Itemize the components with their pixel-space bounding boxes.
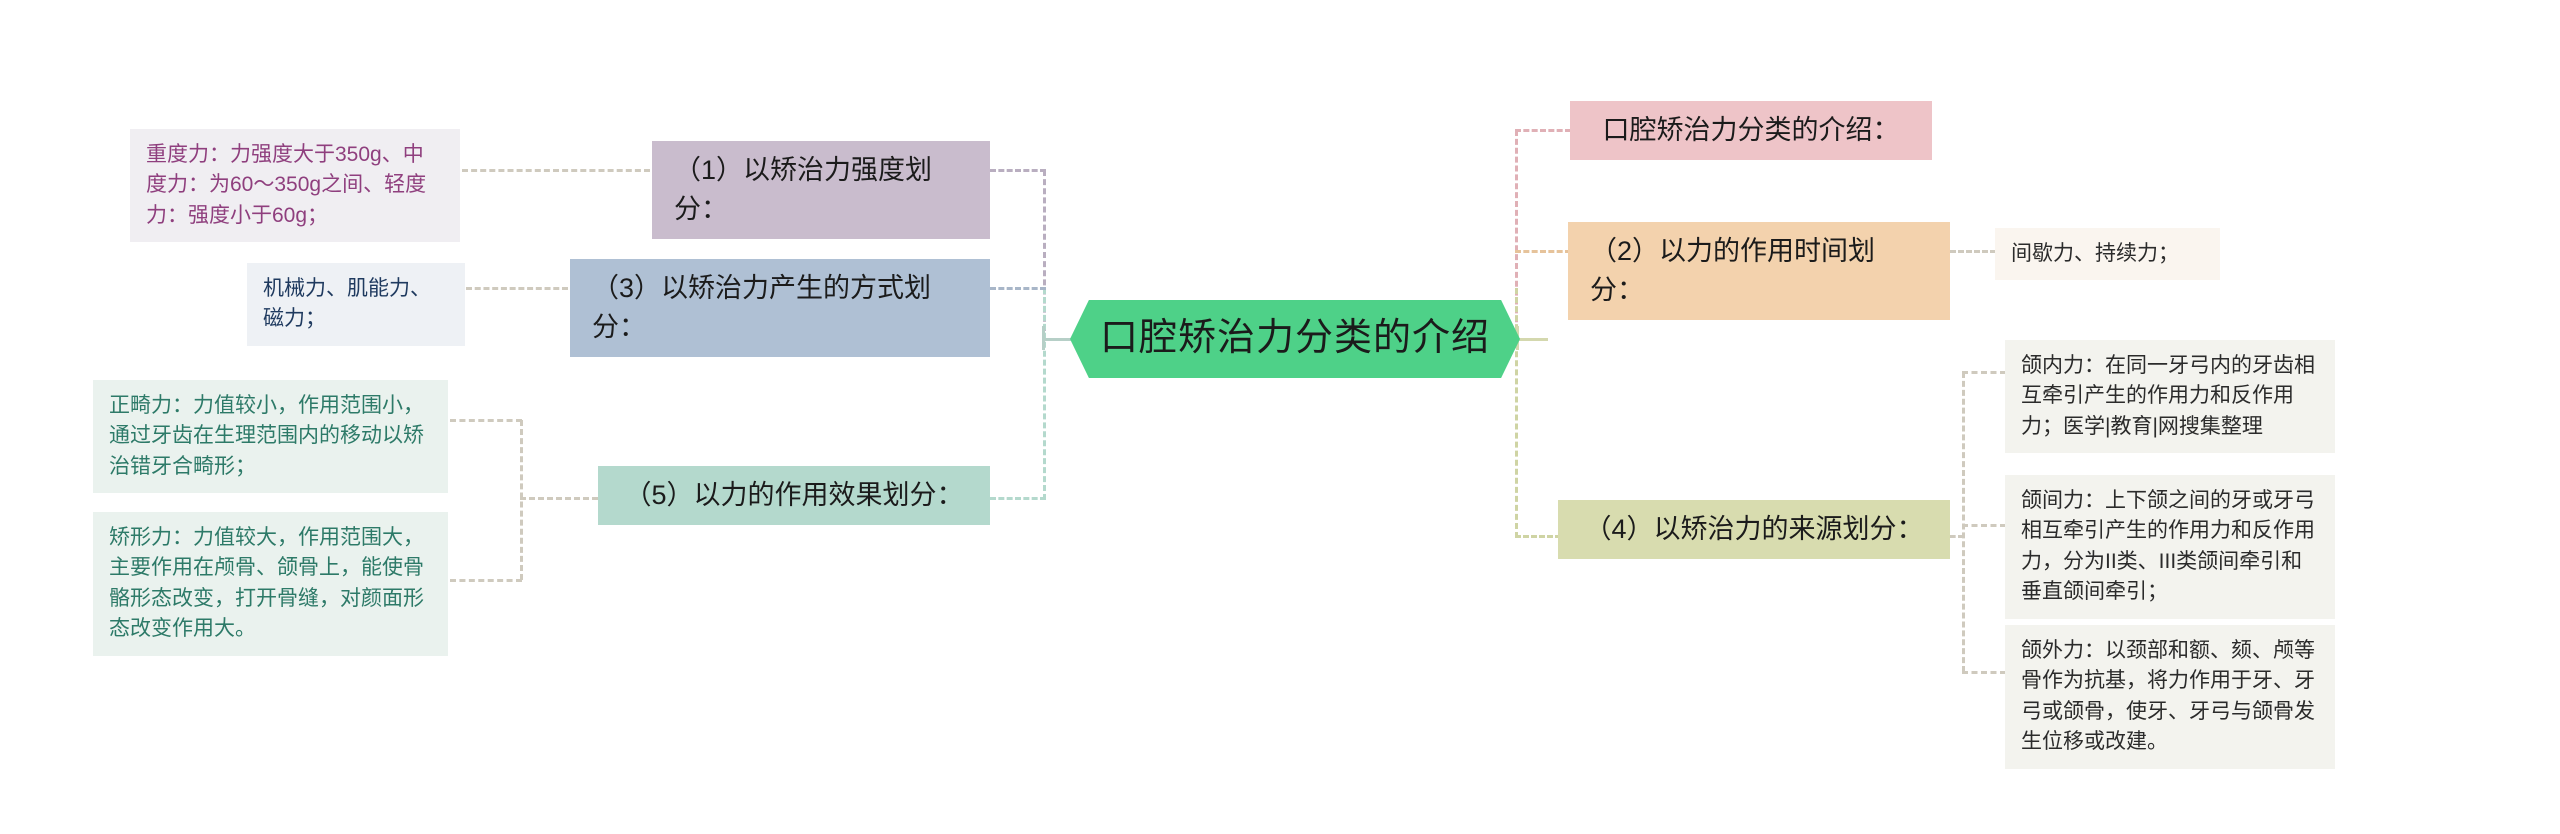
leaf-note-extraoral[interactable]: 颌外力：以颈部和额、颏、颅等骨作为抗基，将力作用于牙、牙弓或颌骨，使牙、牙弓与颌… (2005, 625, 2335, 769)
left-stub-b1 (990, 169, 1046, 172)
central-label: 口腔矫治力分类的介绍 (1099, 317, 1490, 360)
subline-b1-leaf (462, 169, 650, 172)
left-trunk-to-center (1042, 338, 1072, 341)
branch-label: （4）以矫治力的来源划分： (1584, 514, 1924, 544)
leaf-note-text: 重度力：力强度大于350g、中度力：为60～350g之间、轻度力：强度小于60g… (146, 143, 427, 227)
subline-r2-leaf (1950, 250, 1996, 253)
subtrunk-b5 (520, 420, 523, 580)
branch-node-2[interactable]: （2）以力的作用时间划分： (1568, 222, 1950, 321)
right-trunk-to-center (1518, 338, 1548, 341)
left-trunk-cap (1042, 326, 1045, 350)
leaf-note-orthopedic-force[interactable]: 矫形力：力值较大，作用范围大，主要作用在颅骨、颌骨上，能使骨骼形态改变，打开骨缝… (93, 512, 448, 656)
branch-label: 口腔矫治力分类的介绍： (1602, 115, 1900, 145)
subline-b3-leaf (466, 287, 568, 290)
leaf-note-text: 颌外力：以颈部和额、颏、颅等骨作为抗基，将力作用于牙、牙弓或颌骨，使牙、牙弓与颌… (2021, 639, 2315, 754)
right-stub-r4 (1515, 535, 1561, 538)
left-stub-b5 (990, 497, 1046, 500)
branch-label: （2）以力的作用时间划分： (1590, 236, 1876, 306)
subline-r4-leaf2 (1962, 524, 2006, 527)
branch-node-3[interactable]: （3）以矫治力产生的方式划分： (570, 259, 990, 358)
branch-node-1[interactable]: （1）以矫治力强度划分： (652, 141, 990, 240)
leaf-note-intensity[interactable]: 重度力：力强度大于350g、中度力：为60～350g之间、轻度力：强度小于60g… (130, 129, 460, 243)
subline-b5-join (520, 497, 598, 500)
leaf-note-intermaxillary[interactable]: 颌间力：上下颌之间的牙或牙弓相互牵引产生的作用力和反作用力，分为II类、III类… (2005, 475, 2335, 619)
branch-label: （3）以矫治力产生的方式划分： (592, 273, 932, 343)
leaf-note-generation[interactable]: 机械力、肌能力、磁力； (247, 263, 465, 346)
branch-node-5[interactable]: （5）以力的作用效果划分： (598, 466, 990, 526)
right-trunk-upper (1515, 130, 1518, 340)
leaf-note-text: 正畸力：力值较小，作用范围小，通过牙齿在生理范围内的移动以矫治错牙合畸形； (109, 394, 424, 478)
left-trunk-upper (1043, 170, 1046, 340)
central-node[interactable]: 口腔矫治力分类的介绍 (1070, 300, 1520, 378)
branch-label: （5）以力的作用效果划分： (624, 480, 964, 510)
branch-node-4[interactable]: （4）以矫治力的来源划分： (1558, 500, 1950, 560)
right-trunk-lower (1515, 288, 1518, 538)
branch-node-intro[interactable]: 口腔矫治力分类的介绍： (1570, 101, 1932, 161)
subtrunk-r4 (1962, 372, 1965, 672)
subline-r4-leaf1 (1962, 371, 2006, 374)
subline-b5-leaf1 (450, 419, 522, 422)
leaf-note-duration[interactable]: 间歇力、持续力； (1995, 228, 2220, 281)
leaf-note-text: 机械力、肌能力、磁力； (263, 277, 431, 331)
leaf-note-text: 矫形力：力值较大，作用范围大，主要作用在颅骨、颌骨上，能使骨骼形态改变，打开骨缝… (109, 526, 424, 641)
left-trunk-lower (1043, 288, 1046, 500)
subline-r4-leaf3 (1962, 671, 2006, 674)
leaf-note-orthodontic-force[interactable]: 正畸力：力值较小，作用范围小，通过牙齿在生理范围内的移动以矫治错牙合畸形； (93, 380, 448, 494)
branch-label: （1）以矫治力强度划分： (674, 155, 933, 225)
leaf-note-intramaxillary[interactable]: 颌内力：在同一牙弓内的牙齿相互牵引产生的作用力和反作用力；医学|教育|网搜集整理 (2005, 340, 2335, 454)
subline-b5-leaf2 (450, 579, 522, 582)
leaf-note-text: 颌间力：上下颌之间的牙或牙弓相互牵引产生的作用力和反作用力，分为II类、III类… (2021, 489, 2315, 604)
left-stub-b3 (990, 287, 1046, 290)
leaf-note-text: 间歇力、持续力； (2011, 242, 2179, 265)
leaf-note-text: 颌内力：在同一牙弓内的牙齿相互牵引产生的作用力和反作用力；医学|教育|网搜集整理 (2021, 354, 2315, 438)
right-stub-r0 (1515, 129, 1571, 132)
right-stub-r2 (1515, 250, 1571, 253)
